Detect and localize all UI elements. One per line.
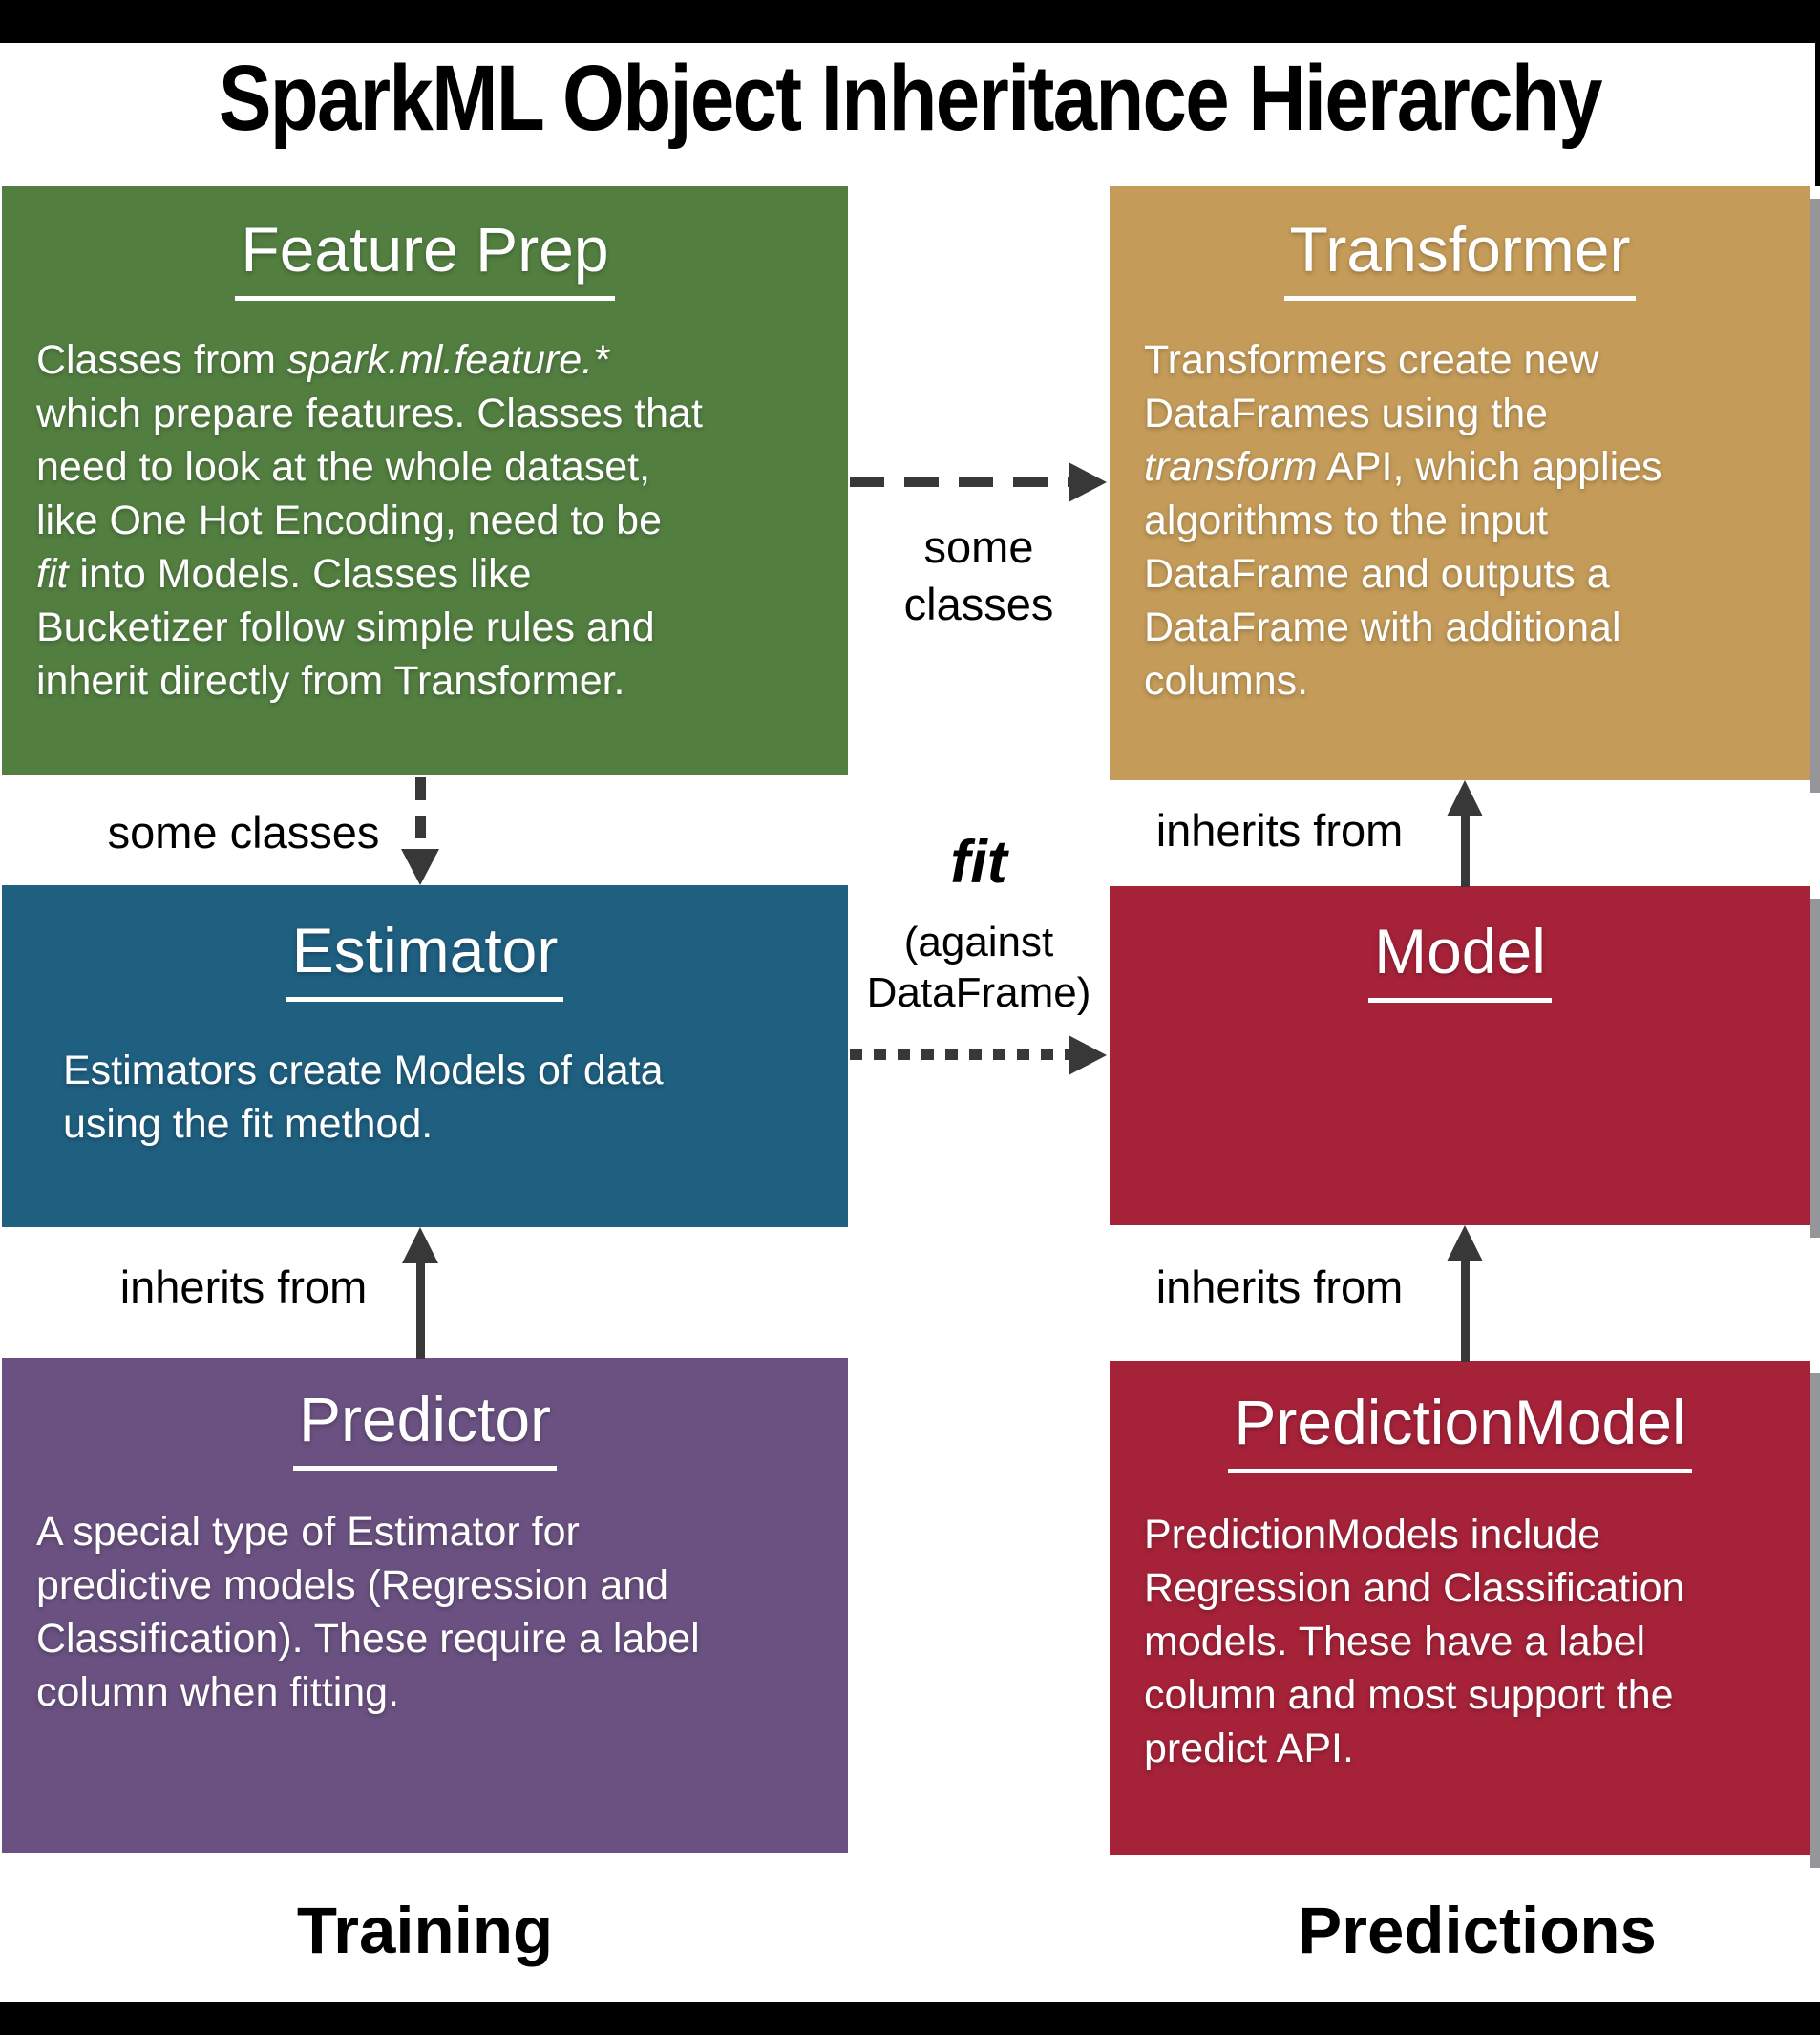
arrow-featureprep-to-transformer: [850, 477, 1069, 487]
arrowhead-down-icon: [401, 849, 439, 885]
arrowhead-up-icon: [1447, 1225, 1483, 1261]
arrow-predictionmodel-to-model: [1461, 1259, 1470, 1362]
arrow-predictor-to-estimator: [416, 1261, 425, 1359]
page-title-text: SparkML Object Inheritance Hierarchy: [219, 46, 1603, 150]
box-prediction-model: PredictionModel PredictionModels include…: [1110, 1361, 1820, 1868]
box-transformer: Transformer Transformers create new Data…: [1110, 186, 1820, 793]
window-edge-line: [1815, 43, 1820, 186]
label-fit: fit: [950, 829, 1007, 896]
predictor-title: Predictor: [2, 1385, 848, 1471]
arrowhead-right-icon: [1069, 462, 1107, 502]
label-inherits-from-model: inherits from: [1155, 1261, 1404, 1312]
estimator-description: Estimators create Models of data using t…: [63, 1047, 664, 1147]
feature-prep-description: Classes from spark.ml.feature.* which pr…: [36, 336, 703, 704]
box-predictor: Predictor A special type of Estimator fo…: [2, 1358, 848, 1853]
arrowhead-right-icon: [1069, 1035, 1107, 1075]
transformer-description: Transformers create new DataFrames using…: [1144, 336, 1662, 704]
label-inherits-from-estimator: inherits from: [119, 1261, 368, 1312]
bottom-black-bar: [0, 2002, 1820, 2035]
transformer-title: Transformer: [1110, 215, 1810, 301]
estimator-title: Estimator: [2, 916, 848, 1002]
page-title: SparkML Object Inheritance Hierarchy: [0, 42, 1820, 155]
feature-prep-title: Feature Prep: [2, 215, 848, 301]
label-some-classes-horizontal: some classes: [903, 521, 1054, 629]
box-estimator: Estimator Estimators create Models of da…: [2, 885, 848, 1227]
label-some-classes-vertical: some classes: [107, 807, 380, 858]
box-model: Model: [1110, 886, 1820, 1238]
predictor-description: A special type of Estimator for predicti…: [36, 1508, 700, 1715]
label-inherits-from-transformer: inherits from: [1155, 805, 1404, 856]
model-title: Model: [1110, 917, 1810, 1003]
prediction-model-title: PredictionModel: [1110, 1388, 1810, 1473]
label-fit-detail: (against DataFrame): [866, 919, 1091, 1016]
arrowhead-up-icon: [402, 1227, 438, 1263]
box-feature-prep: Feature Prep Classes from spark.ml.featu…: [2, 186, 848, 775]
section-label-training: Training: [296, 1894, 554, 1967]
arrow-featureprep-to-estimator: [415, 777, 426, 850]
section-label-predictions: Predictions: [1298, 1894, 1657, 1967]
arrow-model-to-transformer: [1461, 814, 1470, 887]
top-black-bar: [0, 0, 1820, 43]
arrow-estimator-to-model: [850, 1049, 1069, 1060]
arrowhead-up-icon: [1447, 780, 1483, 816]
prediction-model-description: PredictionModels include Regression and …: [1144, 1511, 1685, 1771]
